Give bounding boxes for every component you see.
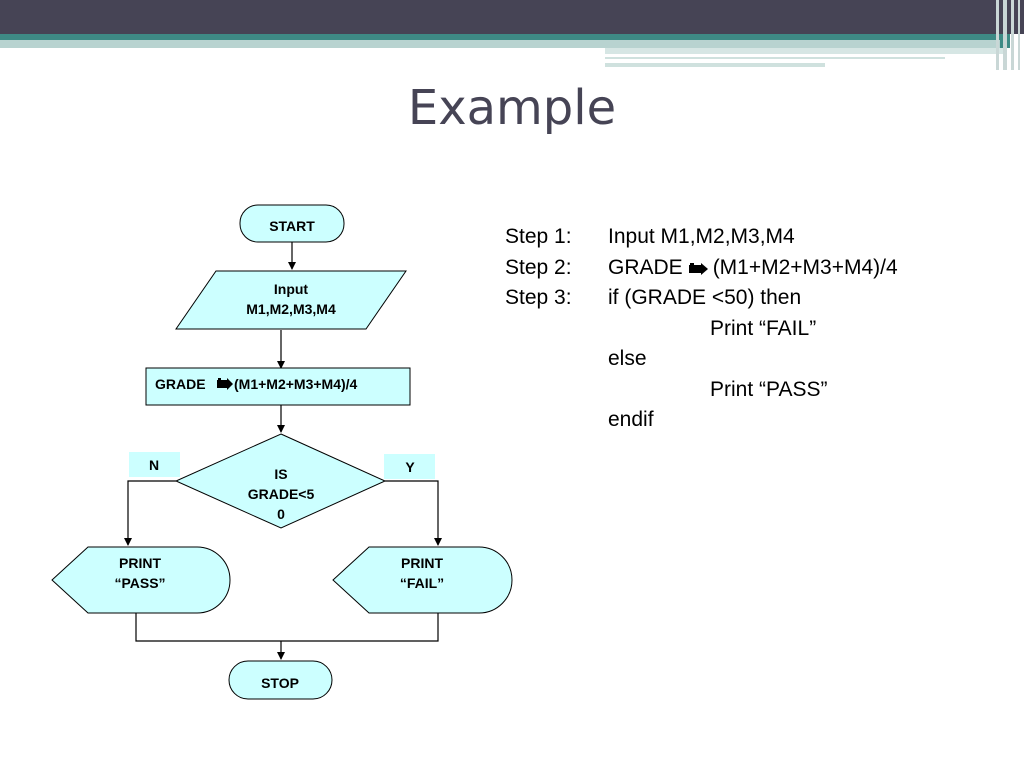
header-band-line-2: [605, 63, 825, 67]
arrow-decision-yes: [385, 480, 442, 546]
header-band-pale: [605, 48, 1005, 54]
pass-line2: “PASS”: [114, 575, 165, 591]
step-3-label: Step 3:: [505, 286, 572, 309]
yes-label-box: [384, 454, 435, 479]
process-label-left: GRADE: [155, 376, 206, 392]
slide-title: Example: [407, 80, 617, 136]
decision-line2: GRADE<5: [248, 486, 315, 502]
print-pass-text: Print “PASS”: [710, 377, 828, 401]
fail-line1: PRINT: [401, 555, 443, 571]
process-box: [145, 367, 411, 406]
input-label-line1: Input: [274, 281, 309, 297]
input-label-line2: M1,M2,M3,M4: [246, 301, 336, 317]
pass-line1: PRINT: [119, 555, 161, 571]
print-fail-display: [332, 546, 513, 614]
step-3-text: if (GRADE <50) then: [608, 286, 802, 309]
fail-line2: “FAIL”: [400, 575, 444, 591]
decision-diamond: [174, 433, 387, 529]
no-label: N: [149, 457, 159, 473]
yes-label: Y: [405, 459, 415, 475]
else-text: else: [608, 347, 647, 370]
process-label-right: (M1+M2+M3+M4)/4: [234, 376, 358, 392]
decision-line1: IS: [274, 466, 287, 482]
input-parallelogram: [175, 270, 407, 330]
assign-arrow-icon: [688, 262, 708, 275]
print-pass-display: [51, 546, 231, 614]
step-1-label: Step 1:: [505, 225, 572, 248]
start-label: START: [269, 218, 315, 234]
step-2-left: GRADE: [608, 255, 683, 279]
arrow-decision-no: [124, 480, 176, 546]
no-label-box: [129, 452, 180, 477]
step-2-right: (M1+M2+M3+M4)/4: [712, 255, 898, 279]
step-2-label: Step 2:: [505, 255, 572, 279]
join-line: [135, 613, 439, 642]
stop-terminator: [228, 660, 333, 700]
header-stripes: [994, 0, 1024, 70]
header-bar: [0, 0, 1024, 34]
header-band-line: [605, 57, 945, 59]
decision-line3: 0: [277, 506, 285, 522]
assign-arrow-icon: [217, 378, 233, 390]
step-1-text: Input M1,M2,M3,M4: [608, 225, 795, 248]
header-band-light: [0, 40, 1000, 48]
start-terminator: [239, 204, 345, 243]
print-fail-text: Print “FAIL”: [710, 316, 817, 340]
stop-label: STOP: [261, 675, 299, 691]
endif-text: endif: [608, 408, 654, 431]
